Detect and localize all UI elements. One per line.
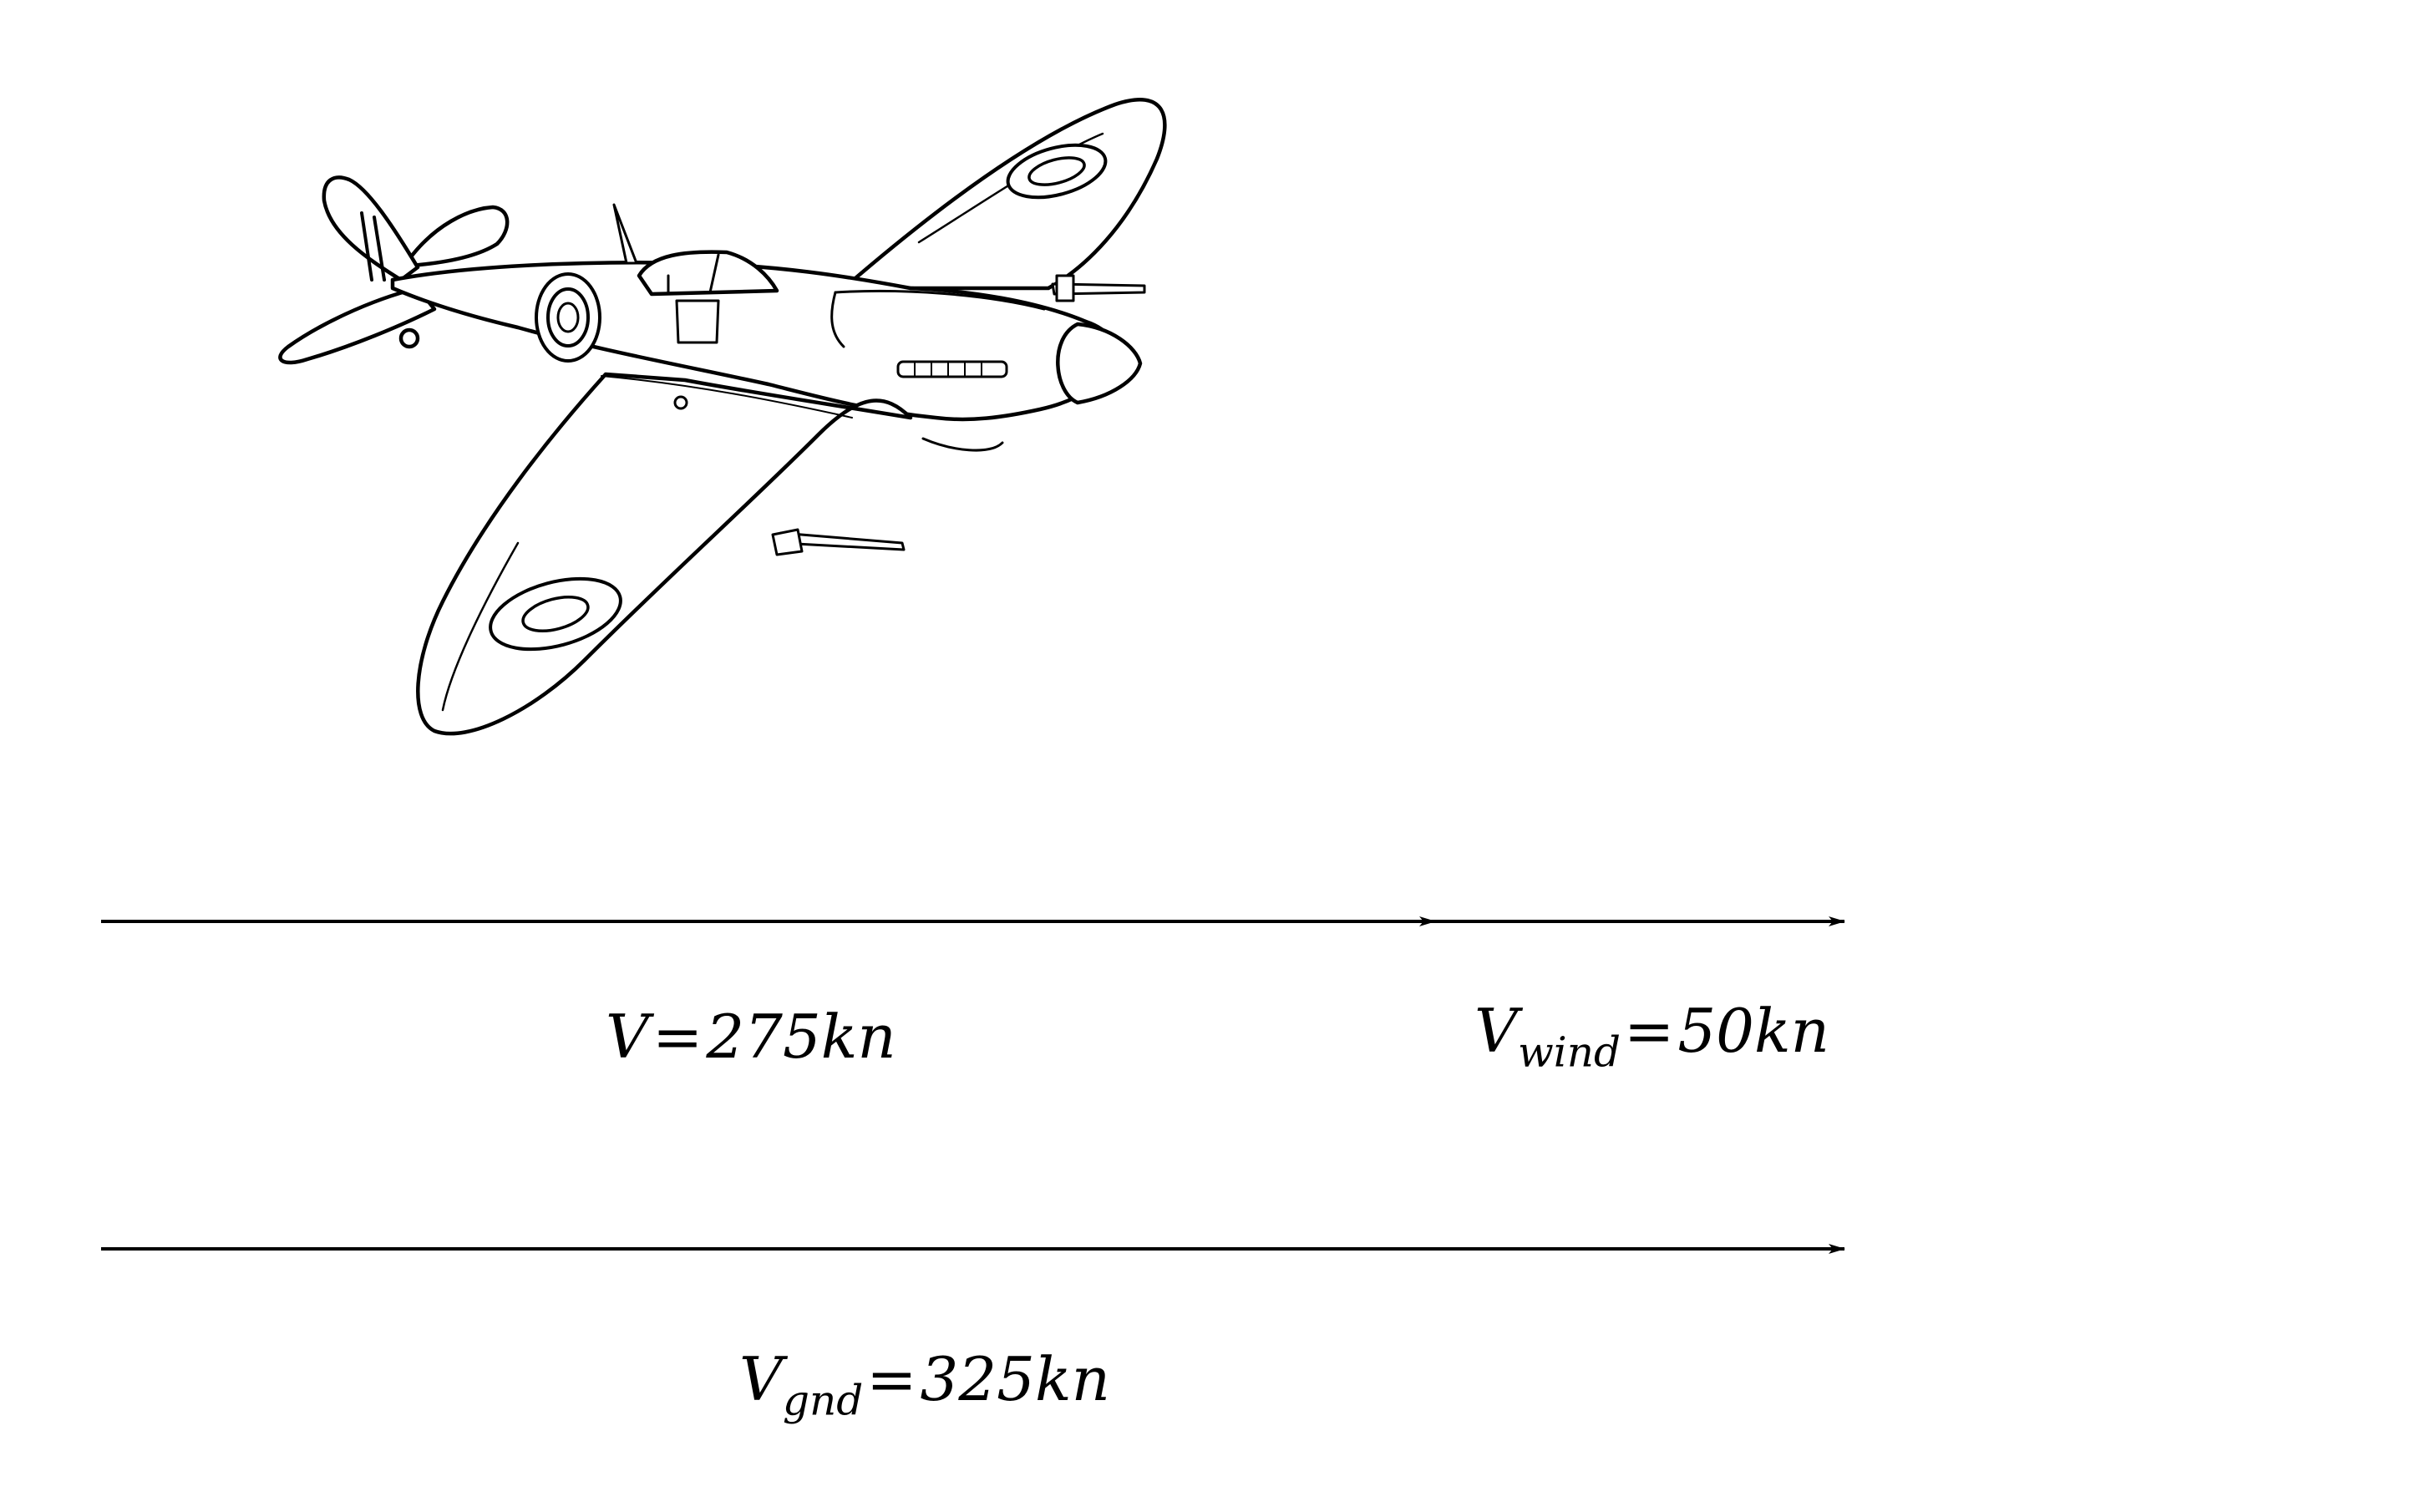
wind-subscript: wind — [1518, 1027, 1621, 1077]
wind-value: 50kn — [1677, 996, 1829, 1066]
spitfire-airplane-icon — [278, 98, 1167, 736]
airspeed-symbol: V — [606, 1002, 649, 1072]
wind-symbol: V — [1474, 996, 1518, 1066]
ground-subscript: gnd — [783, 1376, 864, 1425]
ground-speed-label: Vgnd=325kn — [739, 1349, 1110, 1422]
airspeed-label: V=275kn — [606, 1007, 896, 1067]
ground-value: 325kn — [920, 1344, 1110, 1414]
ground-symbol: V — [739, 1344, 783, 1414]
airspeed-value: 275kn — [706, 1002, 896, 1072]
ground-equals: = — [866, 1344, 917, 1414]
airspeed-equals: = — [652, 1002, 703, 1072]
wind-equals: = — [1624, 996, 1675, 1066]
wind-label: Vwind=50kn — [1474, 1001, 1829, 1073]
